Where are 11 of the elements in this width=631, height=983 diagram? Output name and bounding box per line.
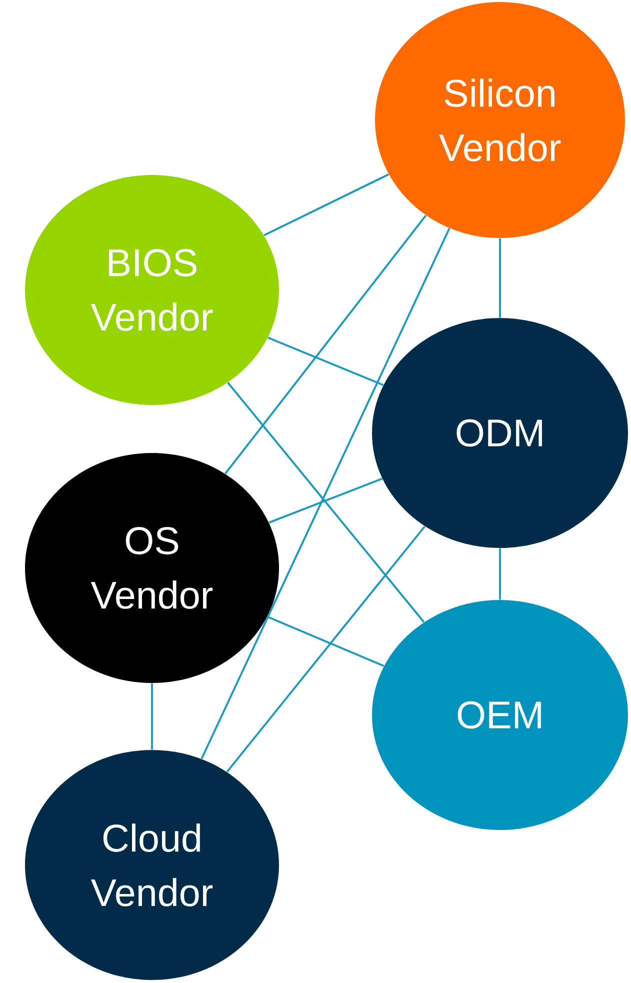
connector-line (227, 382, 425, 623)
connector-line (264, 174, 390, 236)
connector-line (267, 616, 384, 667)
connector-line (226, 526, 426, 772)
connector-line (224, 214, 427, 474)
connector-line (499, 548, 501, 600)
connector-line (268, 478, 383, 524)
connector-line (151, 683, 153, 750)
connector-line (499, 238, 501, 318)
connector-line (268, 336, 384, 386)
connector-line (200, 228, 450, 760)
